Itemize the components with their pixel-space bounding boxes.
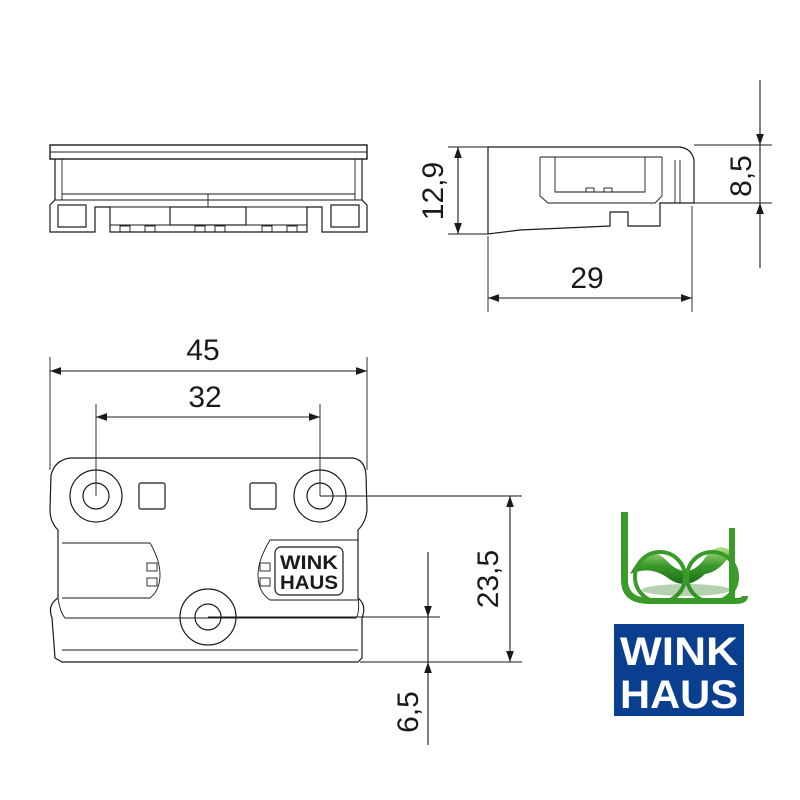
top-view: WINK HAUS [49, 457, 368, 663]
dim-23-5-label: 23,5 [472, 550, 505, 608]
dimension-hole-spacing: 32 [95, 381, 321, 496]
dim-32-label: 32 [188, 381, 221, 414]
part-marking-line1: WINK [280, 553, 338, 574]
part-marking: WINK HAUS [274, 546, 344, 596]
brand-logo-line1: WINK [620, 630, 738, 674]
dim-29-label: 29 [570, 262, 603, 295]
dimension-side-depth: 29 [487, 206, 693, 312]
dim-45-label: 45 [186, 334, 219, 367]
dimension-side-height: 12,9 [417, 146, 488, 235]
certification-logo: bal [621, 512, 748, 604]
dimension-overall-width: 45 [49, 334, 368, 470]
side-view [487, 146, 695, 235]
dimension-side-inner-height: 8,5 [694, 80, 772, 268]
dim-6-5-label: 6,5 [392, 691, 425, 733]
part-marking-line2: HAUS [280, 573, 338, 594]
dimension-lower-offset: 6,5 [208, 552, 440, 745]
front-view [49, 144, 368, 233]
brand-logo-line2: HAUS [620, 673, 738, 717]
dimension-hole-vertical-distance: 23,5 [320, 495, 522, 663]
dim-12-9-label: 12,9 [417, 162, 450, 220]
brand-logo: WINK HAUS [614, 624, 744, 717]
dim-8-5-label: 8,5 [725, 155, 758, 197]
